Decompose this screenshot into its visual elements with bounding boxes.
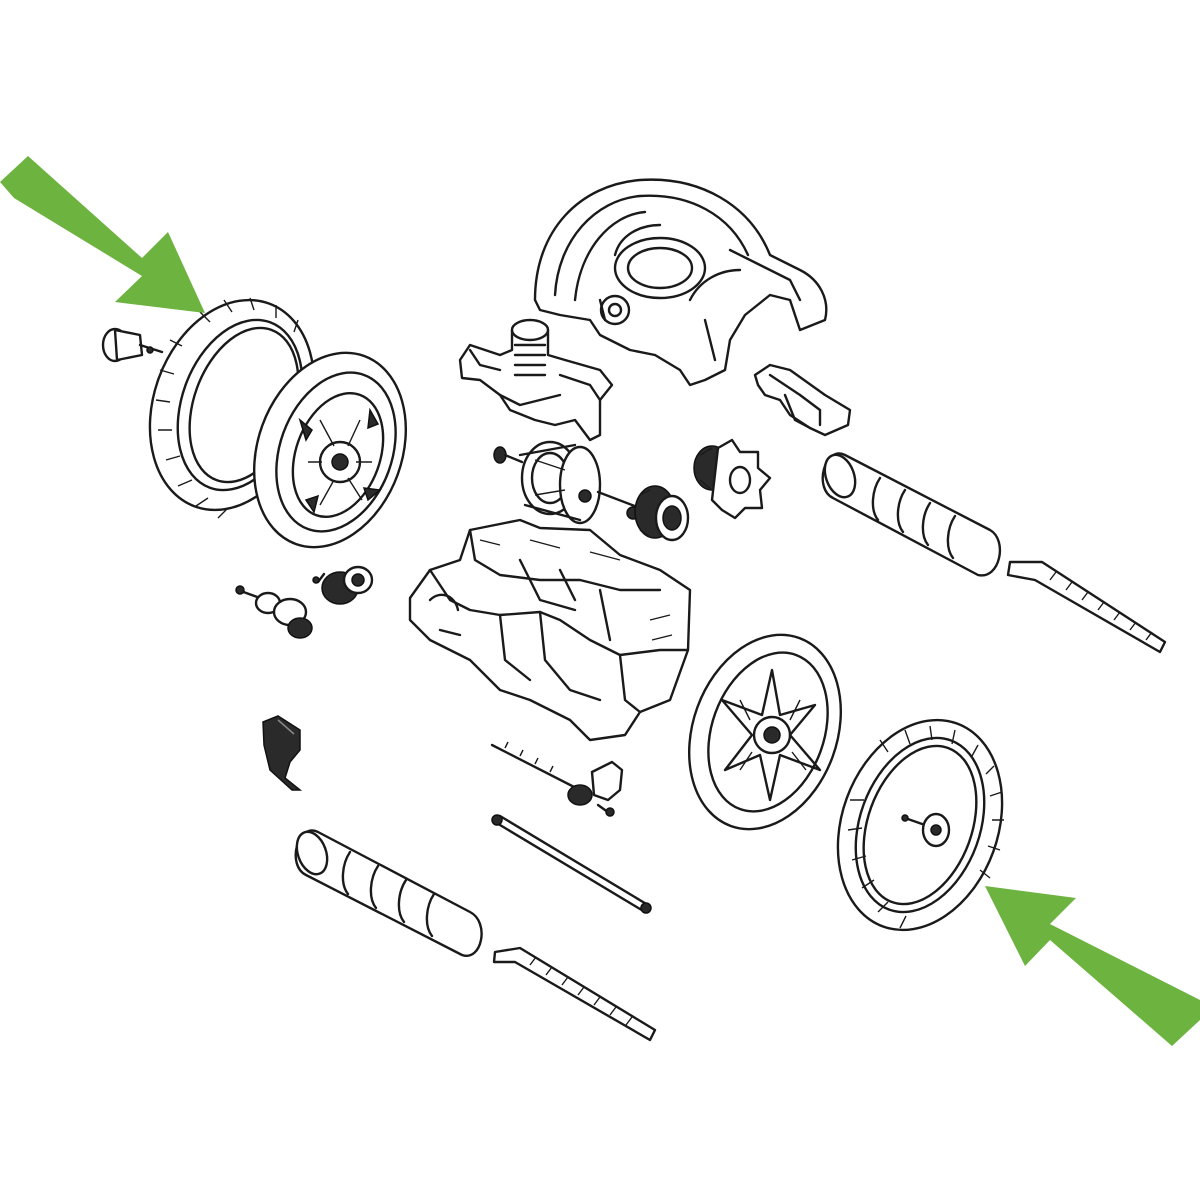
connecting-rod — [491, 814, 652, 914]
axle-pin-left — [101, 327, 164, 363]
track-shaft-left — [492, 946, 657, 1042]
chassis-body — [408, 518, 692, 742]
roller-brush-right — [821, 452, 1002, 577]
axle-pin-right — [901, 812, 951, 848]
handle-clip — [753, 363, 852, 437]
drive-gear-cluster — [634, 485, 690, 542]
drive-shaft-center — [490, 741, 624, 817]
arrow-bottom-right — [985, 886, 1200, 1046]
tire-right — [836, 718, 1004, 932]
wheel-hub-right — [687, 633, 843, 831]
arrow-top-left — [0, 156, 205, 313]
swivel-inlet-housing — [458, 318, 614, 442]
top-cover-shell — [533, 178, 828, 387]
flap-bracket — [262, 715, 303, 791]
star-gear — [693, 438, 772, 520]
track-shaft-right — [1006, 560, 1167, 654]
pinion-left — [235, 585, 313, 639]
gear-stack-left — [312, 565, 374, 605]
roller-brush-left — [294, 829, 483, 957]
wheel-hub-left — [252, 351, 408, 549]
turbine-rotor — [493, 440, 642, 525]
